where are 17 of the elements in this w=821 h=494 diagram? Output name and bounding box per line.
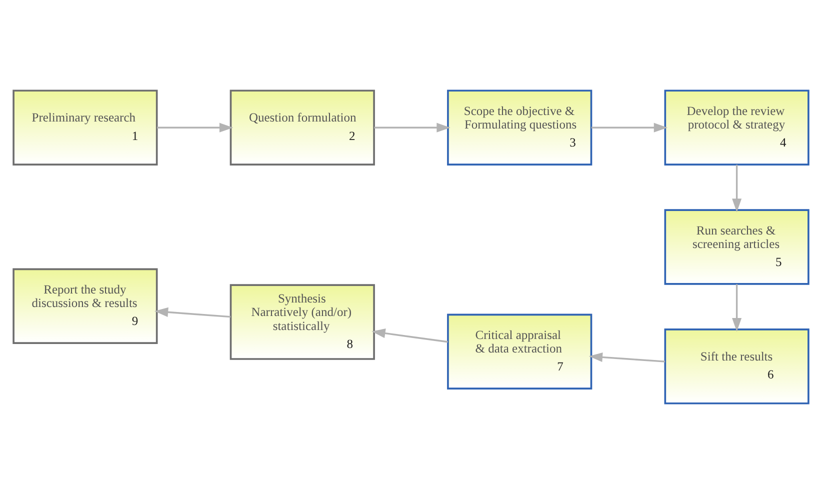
node-box: Preliminary research 1 [12, 90, 158, 166]
arrow [590, 122, 668, 132]
arrow [732, 164, 742, 212]
arrow [156, 122, 233, 132]
node-box: Report the study discussions & results 9 [12, 268, 158, 344]
node-box: Critical appraisal & data extraction 7 [446, 314, 592, 390]
arrow [154, 307, 230, 318]
node-box: Run searches & screening articles 5 [664, 209, 809, 285]
node-box: Scope the objective & Formulating questions 3 [446, 90, 592, 166]
arrow [371, 328, 448, 343]
node-box: Develop the review protocol & strategy 4 [664, 90, 809, 166]
arrow [732, 284, 742, 332]
arrow [374, 122, 450, 132]
node-box: Sift the results 6 [664, 328, 809, 404]
node-box: Synthesis Narratively (and/or) statistically 8 [229, 284, 374, 360]
node-box: Question formulation 2 [229, 90, 374, 166]
arrow [588, 352, 665, 362]
